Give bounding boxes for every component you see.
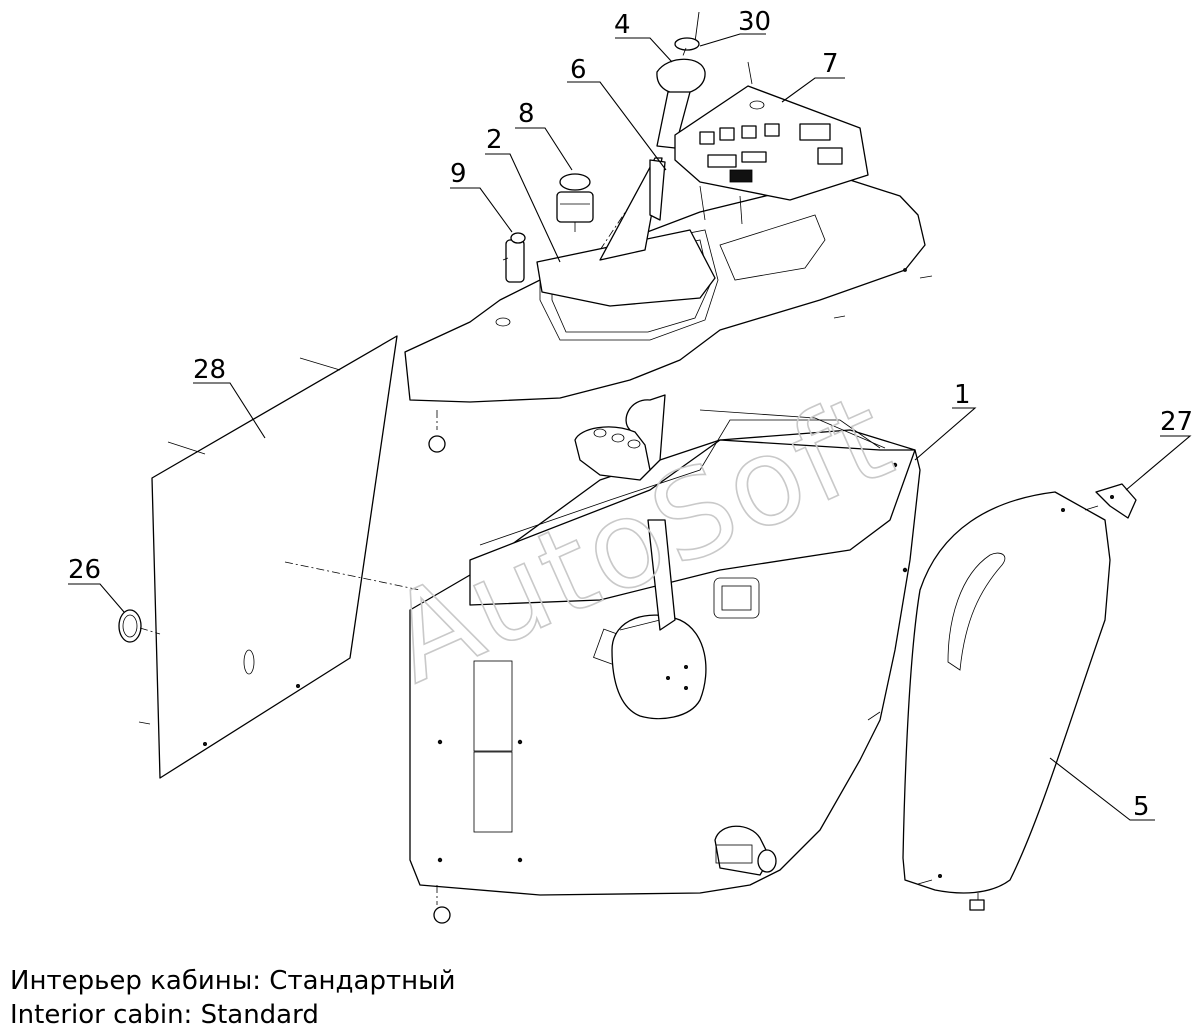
part-4-lever-knob xyxy=(599,58,706,261)
callout-label-6: 6 xyxy=(570,55,587,85)
callout-label-28: 28 xyxy=(193,355,226,385)
part-2-cover xyxy=(536,229,716,307)
callout-label-1: 1 xyxy=(954,380,971,410)
callout-label-30: 30 xyxy=(738,7,771,37)
callout-label-8: 8 xyxy=(518,99,535,129)
caption-russian: Интерьер кабины: Стандартный xyxy=(10,966,456,996)
part-30-bolt xyxy=(674,11,700,59)
callout-labels: 4 30 6 7 8 2 9 28 26 1 27 5 xyxy=(68,7,1193,822)
part-5-side-cover xyxy=(902,491,1111,911)
callout-label-7: 7 xyxy=(822,49,839,79)
part-1-console-body xyxy=(409,394,921,924)
callout-label-9: 9 xyxy=(450,159,467,189)
part-9-socket xyxy=(502,232,526,283)
callout-label-4: 4 xyxy=(614,10,631,40)
part-8-button xyxy=(556,173,594,232)
callout-label-5: 5 xyxy=(1133,792,1150,822)
callout-label-27: 27 xyxy=(1160,407,1193,437)
part-28-side-panel xyxy=(138,335,421,779)
callout-label-2: 2 xyxy=(486,125,503,155)
caption-english: Interior cabin: Standard xyxy=(10,1000,319,1030)
part-26-grommet xyxy=(118,609,161,643)
callout-label-26: 26 xyxy=(68,555,101,585)
callout-leaders xyxy=(68,33,1192,821)
part-7-switch-panel xyxy=(674,61,869,225)
part-27-bracket xyxy=(1084,483,1137,519)
